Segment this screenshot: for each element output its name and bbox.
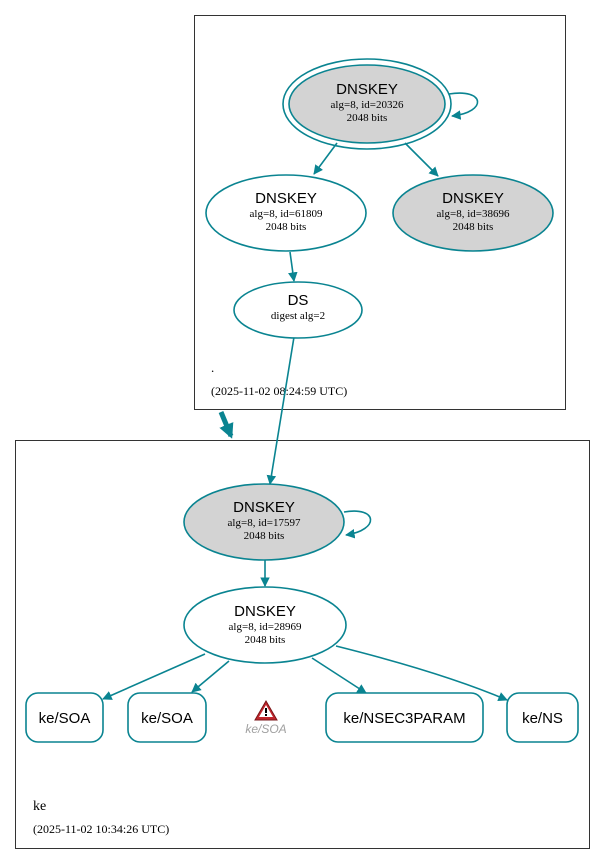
edge-ksk-self bbox=[448, 92, 479, 120]
ds-node[interactable]: DS digest alg=2 bbox=[233, 281, 363, 339]
edge-zsk1-to-ds bbox=[288, 251, 298, 282]
ke-zsk-node[interactable]: DNSKEY alg=8, id=28969 2048 bits bbox=[183, 586, 347, 664]
root-zsk1-title: DNSKEY bbox=[255, 190, 317, 207]
delegation-arrow bbox=[218, 411, 234, 439]
zone-ke-box bbox=[15, 440, 590, 849]
root-zsk2-node[interactable]: DNSKEY alg=8, id=38696 2048 bits bbox=[392, 174, 554, 252]
ke-zsk-line1: alg=8, id=28969 bbox=[229, 621, 302, 633]
rrset-soa-1-label: ke/SOA bbox=[39, 710, 91, 727]
ke-ksk-line1: alg=8, id=17597 bbox=[228, 517, 301, 529]
edge-ke-ksk-self bbox=[343, 510, 372, 539]
zone-ke-name: ke bbox=[33, 799, 46, 814]
rrset-soa-warning[interactable]: ke/SOA bbox=[245, 700, 287, 736]
rrset-soa-2-label: ke/SOA bbox=[141, 710, 193, 727]
ke-ksk-node[interactable]: DNSKEY alg=8, id=17597 2048 bits bbox=[183, 483, 345, 561]
root-zsk2-title: DNSKEY bbox=[442, 190, 504, 207]
rrset-soa-warning-label: ke/SOA bbox=[245, 722, 286, 736]
root-zsk2-line1: alg=8, id=38696 bbox=[437, 208, 510, 220]
edge-ds-to-ke-ksk bbox=[266, 336, 295, 485]
rrset-ns[interactable]: ke/NS bbox=[506, 692, 579, 743]
zone-root-name: . bbox=[211, 360, 214, 375]
ds-line1: digest alg=2 bbox=[271, 310, 325, 322]
ke-zsk-title: DNSKEY bbox=[234, 603, 296, 620]
edge-zsk-to-ns bbox=[335, 645, 508, 702]
edge-zsk-to-soa1 bbox=[102, 653, 206, 700]
edge-ksk-to-zsk1 bbox=[313, 142, 338, 175]
root-zsk1-node[interactable]: DNSKEY alg=8, id=61809 2048 bits bbox=[205, 174, 367, 252]
edge-ksk-to-zsk2 bbox=[404, 142, 439, 177]
root-ksk-line1: alg=8, id=20326 bbox=[331, 99, 404, 111]
root-zsk1-line2: 2048 bits bbox=[266, 221, 307, 233]
rrset-ns-label: ke/NS bbox=[522, 710, 563, 727]
rrset-nsec3param[interactable]: ke/NSEC3PARAM bbox=[325, 692, 484, 743]
rrset-nsec3param-label: ke/NSEC3PARAM bbox=[343, 710, 465, 727]
ke-ksk-line2: 2048 bits bbox=[244, 530, 285, 542]
warning-icon bbox=[254, 700, 278, 721]
root-ksk-line2: 2048 bits bbox=[347, 112, 388, 124]
root-zsk2-line2: 2048 bits bbox=[453, 221, 494, 233]
edge-zsk-to-nsec3param bbox=[311, 657, 367, 694]
ds-title: DS bbox=[288, 292, 309, 309]
ke-zsk-line2: 2048 bits bbox=[245, 634, 286, 646]
ke-ksk-title: DNSKEY bbox=[233, 499, 295, 516]
root-zsk1-line1: alg=8, id=61809 bbox=[250, 208, 323, 220]
root-ksk-title: DNSKEY bbox=[336, 81, 398, 98]
zone-root-box bbox=[194, 15, 566, 410]
rrset-soa-1[interactable]: ke/SOA bbox=[25, 692, 104, 743]
zone-root-timestamp: (2025-11-02 08:24:59 UTC) bbox=[211, 384, 347, 398]
root-ksk-node[interactable]: DNSKEY alg=8, id=20326 2048 bits bbox=[282, 58, 452, 150]
edge-zsk-to-soa2 bbox=[191, 660, 230, 693]
zone-ke-timestamp: (2025-11-02 10:34:26 UTC) bbox=[33, 822, 169, 836]
rrset-soa-2[interactable]: ke/SOA bbox=[127, 692, 207, 743]
